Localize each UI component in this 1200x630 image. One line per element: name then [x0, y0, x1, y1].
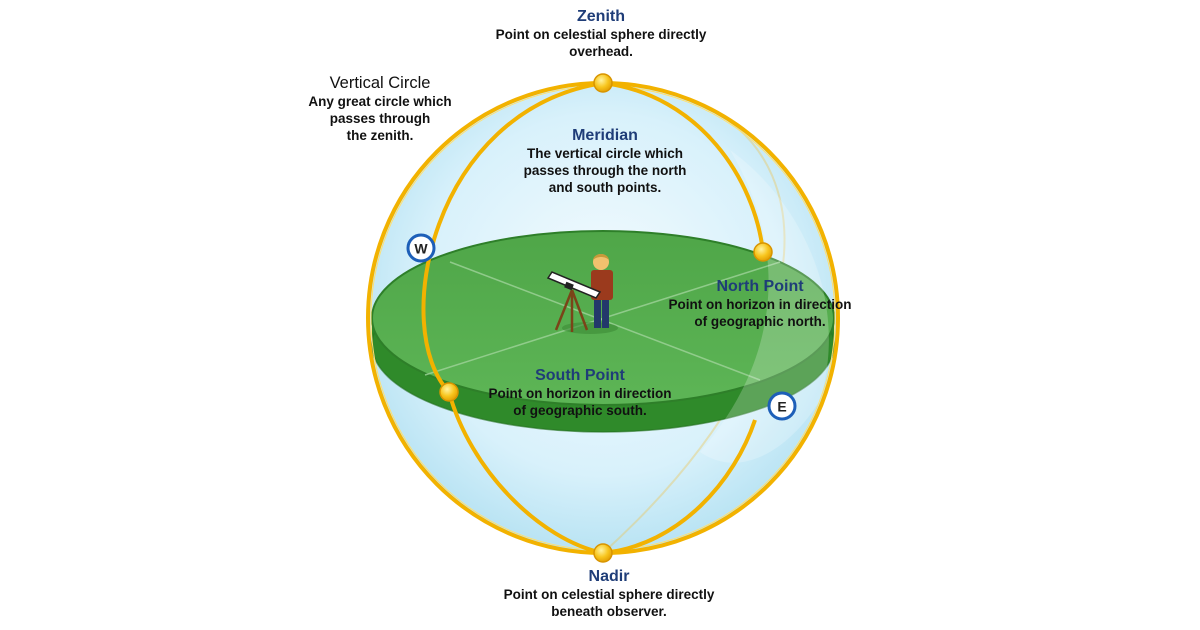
north-point-title: North Point [716, 278, 804, 295]
zenith-point [593, 73, 613, 93]
north-point [753, 242, 773, 262]
zenith-desc-line-2: overhead. [569, 44, 633, 59]
vertical-circle-label: Vertical Circle Any great circle which p… [290, 74, 470, 144]
south-point-title: South Point [535, 367, 625, 384]
south-point-desc-line-2: of geographic south. [513, 403, 647, 418]
south-point-label: South Point Point on horizon in directio… [475, 366, 685, 419]
south-point-desc-line-1: Point on horizon in direction [488, 386, 672, 401]
zenith-label: Zenith Point on celestial sphere directl… [470, 7, 732, 60]
north-point-desc-line-2: of geographic north. [694, 314, 826, 329]
nadir-label: Nadir Point on celestial sphere directly… [478, 567, 740, 620]
meridian-title: Meridian [572, 127, 638, 144]
west-label: W [414, 241, 428, 257]
telescope-icon [546, 271, 602, 332]
nadir-desc-line-1: Point on celestial sphere directly [503, 587, 715, 602]
nadir-title: Nadir [588, 568, 630, 585]
meridian-desc-line-2: passes through the north [523, 163, 687, 178]
meridian-circle-lower-right [602, 419, 757, 555]
zenith-desc-line-1: Point on celestial sphere directly [495, 27, 707, 42]
meridian-desc-line-1: The vertical circle which [526, 146, 684, 161]
vertical-circle-desc-line-3: the zenith. [346, 128, 414, 143]
east-label: E [777, 399, 786, 415]
south-point [439, 382, 459, 402]
horizon-plane-side [372, 318, 834, 432]
nadir-desc-line-2: beneath observer. [551, 604, 667, 619]
meridian-circle [421, 81, 604, 555]
meridian-desc-line-3: and south points. [548, 180, 662, 195]
meridian-circle-upper-right [602, 81, 765, 253]
observer-figure-icon [562, 254, 618, 334]
vertical-circle-desc-line-2: passes through [329, 111, 431, 126]
nadir-point [593, 543, 613, 563]
north-point-desc-line-1: Point on horizon in direction [668, 297, 852, 312]
zenith-title: Zenith [577, 8, 625, 25]
vertical-circle-desc-line-1: Any great circle which [308, 94, 452, 109]
sphere-sheen [700, 150, 829, 463]
west-marker: W [406, 233, 436, 263]
vertical-circle-title: Vertical Circle [329, 74, 431, 92]
east-marker: E [767, 391, 797, 421]
north-point-label: North Point Point on horizon in directio… [655, 277, 865, 330]
meridian-label: Meridian The vertical circle which passe… [500, 126, 710, 196]
